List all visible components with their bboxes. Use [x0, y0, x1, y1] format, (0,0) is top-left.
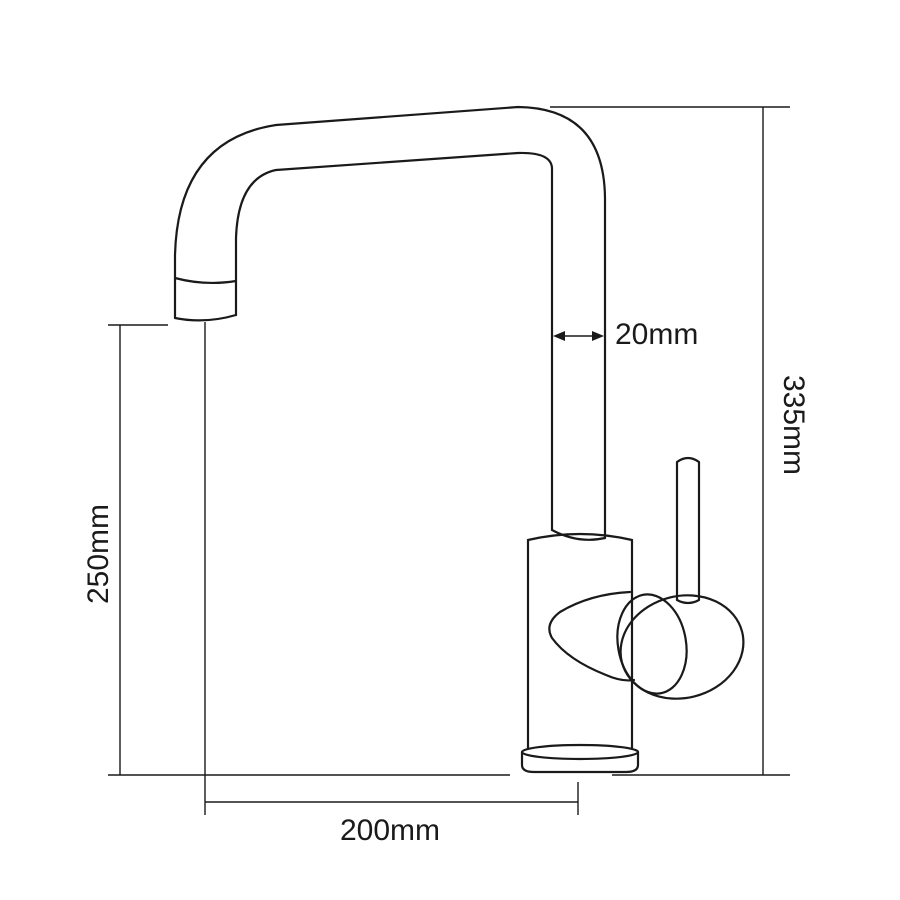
lever-stem	[675, 456, 701, 605]
lever-handle	[548, 456, 745, 700]
dim-reach: 200mm	[204, 322, 579, 847]
tap-body	[520, 532, 640, 774]
aerator-band	[173, 276, 238, 285]
body-cylinder-top	[526, 532, 634, 542]
spout-inner	[234, 151, 554, 532]
spout-rim	[173, 313, 238, 322]
spout	[173, 105, 607, 541]
dim-reach-label: 200mm	[340, 814, 440, 847]
dim-pipe-diameter-label: 20mm	[615, 318, 698, 351]
arrowhead-left	[553, 331, 565, 341]
body-cylinder	[526, 538, 634, 750]
base-ring-top	[520, 743, 640, 761]
arrowhead-right	[592, 331, 604, 341]
lever-knob-face	[616, 593, 688, 695]
base-ring	[520, 750, 640, 774]
dim-spout-height: 250mm	[82, 324, 510, 776]
dim-total-height: 335mm	[550, 106, 810, 776]
dim-spout-height-label: 250mm	[82, 504, 115, 604]
spout-outer	[173, 105, 607, 540]
pipe-collar	[550, 528, 607, 541]
dim-total-height-label: 335mm	[777, 375, 810, 475]
lever-boss	[548, 590, 636, 682]
dim-pipe-diameter: 20mm	[553, 318, 698, 351]
